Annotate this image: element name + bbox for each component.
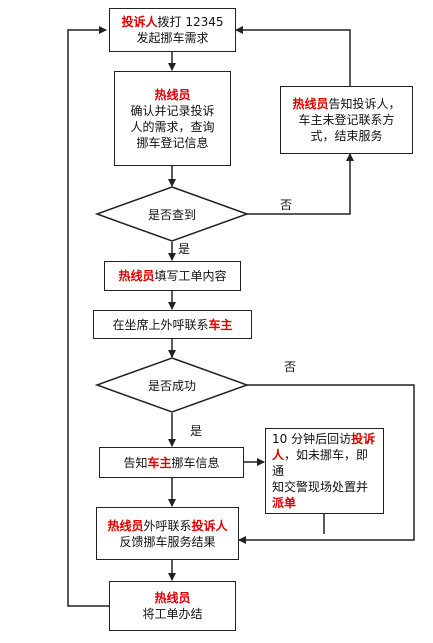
hl-complainant: 投诉人 [191,518,228,533]
node-callback: 10 分钟后回访投诉 人，如未挪车，即通 知交警现场处置并 派单 [265,428,384,514]
hl-owner: 车主 [147,455,172,470]
decision-diamond-2 [94,357,250,413]
hl-dispatch: 派单 [272,496,297,510]
label-no-1: 否 [280,198,293,212]
node-call-owner: 在坐席上外呼联系车主 [93,310,252,339]
decision-found-text: 是否查到 [147,208,196,222]
edge-right-n1 [235,26,351,86]
node-complaint-call: 投诉人拨打 12345 发起挪车需求 [109,8,236,52]
edge-d1-right [247,153,354,215]
hl-operator: 热线员 [154,87,191,102]
label-yes-1: 是 [178,242,191,256]
node-call-complainant: 热线员外呼联系投诉人 反馈挪车服务结果 [96,507,239,560]
edge-n7-n1 [67,26,109,607]
hl-operator: 热线员 [292,97,329,111]
node-close-ticket: 热线员 将工单办结 [109,581,236,631]
hl-operator: 热线员 [107,518,144,533]
node-fill-ticket: 热线员填写工单内容 [104,261,241,291]
decision-diamond-1 [94,186,250,242]
hl-operator: 热线员 [118,269,155,283]
decision-success-text: 是否成功 [147,379,196,393]
edge-d2-n6 [238,384,415,544]
hl-operator: 热线员 [154,591,191,605]
hl-complainant-2: 人 [272,448,285,462]
label-no-2: 否 [284,360,297,374]
hl-complainant: 投诉 [351,432,376,446]
node-operator-record: 热线员 确认并记录投诉 人的需求，查询 挪车登记信息 [114,71,231,166]
node-inform-owner: 告知车主挪车信息 [99,447,244,478]
node-operator-notify-end: 热线员告知投诉人， 车主未登记联系方 式，结束服务 [280,86,413,154]
label-yes-2: 是 [190,424,203,438]
hl-owner: 车主 [208,317,233,332]
hl-complainant: 投诉人 [121,15,158,29]
